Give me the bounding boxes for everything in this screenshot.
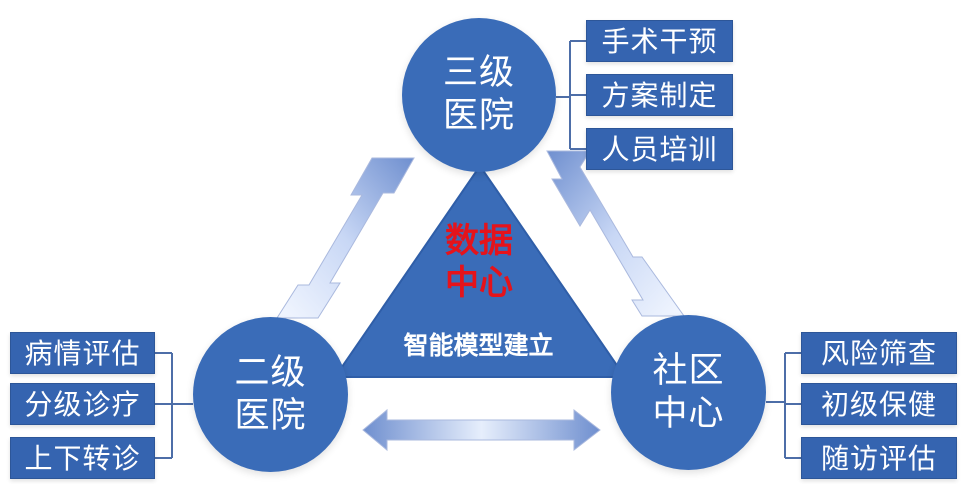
data-center-line-2: 中心 [445, 263, 513, 303]
intelligent-model-label: 智能模型建立 [403, 331, 554, 360]
secondary-hospital-line-1: 二级 [234, 352, 307, 393]
left-bracket-lines [155, 352, 193, 459]
data-center-label: 数据 中心 [419, 220, 539, 304]
risk-screening-box: 风险筛查 [801, 332, 957, 374]
right-connector-arrow [546, 150, 685, 317]
right-bracket-lines [766, 352, 801, 459]
plan-formulation-box: 方案制定 [586, 74, 733, 116]
community-center-node: 社区 中心 [611, 315, 766, 470]
community-center-line-1: 社区 [652, 350, 725, 391]
tertiary-hospital-line-2: 医院 [442, 96, 515, 136]
bottom-connector-arrow [362, 408, 601, 452]
top-right-bracket-lines [556, 40, 586, 150]
surgery-intervention-box: 手术干预 [586, 20, 733, 62]
community-center-line-2: 中心 [652, 393, 725, 434]
graded-treatment-box: 分级诊疗 [10, 383, 155, 425]
tertiary-hospital-node: 三级 医院 [402, 18, 556, 172]
left-connector-arrow [276, 157, 415, 319]
central-triangle [333, 164, 627, 378]
secondary-hospital-line-2: 医院 [234, 395, 307, 436]
staff-training-box: 人员培训 [586, 128, 733, 170]
condition-assessment-box: 病情评估 [10, 332, 155, 374]
tertiary-hospital-line-1: 三级 [442, 53, 515, 93]
referral-box: 上下转诊 [10, 437, 155, 479]
data-center-line-1: 数据 [445, 221, 513, 261]
secondary-hospital-node: 二级 医院 [193, 317, 348, 472]
primary-care-box: 初级保健 [801, 383, 957, 425]
follow-up-assessment-box: 随访评估 [801, 437, 957, 479]
